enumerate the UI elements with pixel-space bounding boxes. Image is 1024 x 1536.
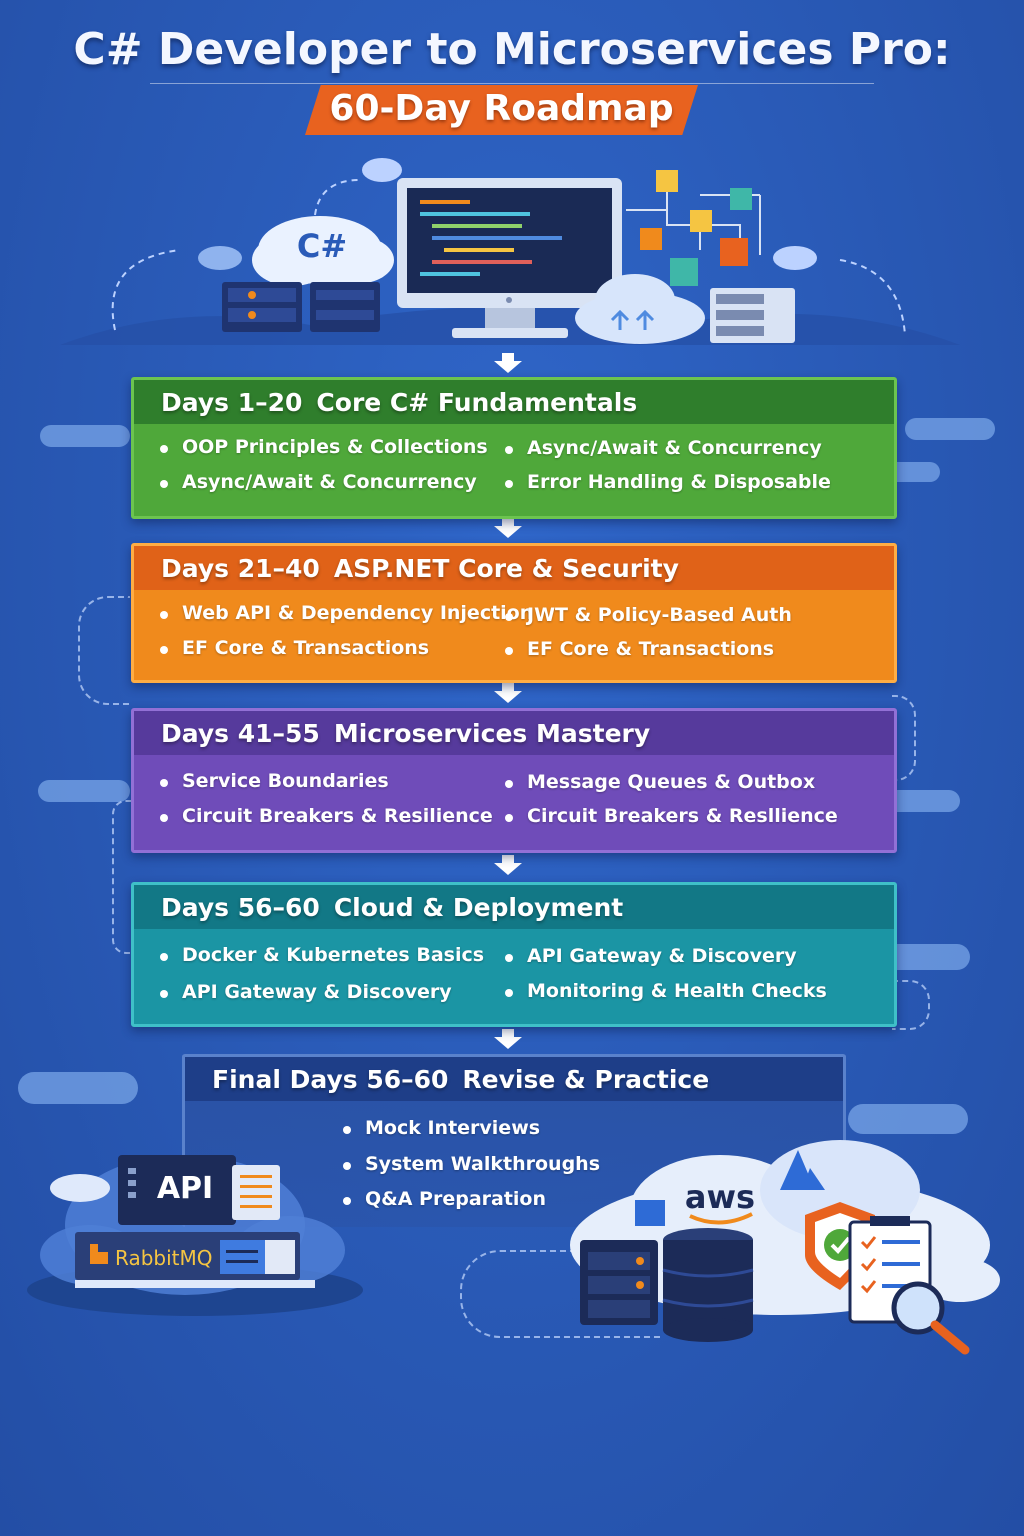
- phase-days: Final Days 56–60: [212, 1065, 449, 1094]
- phase-name: Microservices Mastery: [333, 719, 651, 748]
- api-window-icon: API: [118, 1155, 280, 1225]
- phase-header: Days 1–20 Core C# Fundamentals: [134, 380, 894, 424]
- list-item: System Walkthroughs: [342, 1153, 601, 1175]
- phase-days: Days 21–40: [161, 554, 320, 583]
- list-item: Mock Interviews: [342, 1117, 541, 1139]
- list-item: EF Core & Transactions: [159, 637, 430, 659]
- cloud-icon: [905, 418, 995, 440]
- list-item: Monitoring & Health Checks: [505, 980, 827, 1002]
- cloud-icon: [38, 780, 130, 802]
- cloud-icon: [18, 1072, 138, 1104]
- title-divider: [150, 83, 874, 84]
- flow-arrow: [494, 526, 522, 538]
- upload-cloud-icon: [575, 274, 705, 344]
- dashed-path: [78, 596, 130, 705]
- server-rack-icon: [222, 282, 380, 332]
- list-item: Circuit Breakers & Resilience: [160, 805, 493, 827]
- list-item: Service Boundaries: [160, 770, 389, 792]
- phase-days: Days 56–60: [161, 893, 320, 922]
- cloud-icon: C#: [252, 216, 394, 286]
- rabbitmq-icon: RabbitMQ: [75, 1232, 300, 1280]
- svg-text:API: API: [157, 1171, 213, 1206]
- list-item: Docker & Kubernetes Basics: [159, 944, 485, 966]
- flow-arrow-stem: [502, 1029, 514, 1037]
- phase-core-csharp: Days 1–20 Core C# Fundamentals OOP Princi…: [131, 377, 897, 519]
- phase-microservices: Days 41–55 Microservices Mastery Service …: [131, 708, 897, 853]
- phase-cloud-deployment: Days 56–60 Cloud & Deployment Docker & Ku…: [131, 882, 897, 1027]
- phase-header: Days 56–60 Cloud & Deployment: [134, 885, 894, 929]
- phase-name: Cloud & Deployment: [333, 893, 624, 922]
- phase-name: Core C# Fundamentals: [316, 388, 638, 417]
- page-title: C# Developer to Microservices Pro:: [73, 24, 951, 75]
- phase-days: Days 41–55: [161, 719, 320, 748]
- hero-illustration: C#: [60, 158, 960, 345]
- list-item: Async/Await & Concurrency: [160, 471, 477, 493]
- page-subtitle: 60-Day Roadmap: [329, 88, 674, 129]
- phase-header: Days 21–40 ASP.NET Core & Security: [134, 546, 894, 590]
- api-illustration: API RabbitMQ: [27, 1155, 363, 1316]
- dashed-path: [892, 980, 930, 1030]
- phase-name: ASP.NET Core & Security: [333, 554, 679, 583]
- database-icon: [580, 1200, 754, 1342]
- list-item: EF Core & Transactions: [504, 638, 775, 660]
- cloud-infra-illustration: aws: [570, 1140, 1000, 1355]
- aws-icon: aws: [685, 1178, 755, 1216]
- cloud-icon: [848, 1104, 968, 1134]
- flow-arrow-stem: [502, 353, 514, 361]
- server-rack-icon: [710, 288, 795, 343]
- list-item: Message Queues & Outbox: [504, 771, 816, 793]
- flow-arrow: [494, 361, 522, 373]
- dashed-path: [460, 1250, 662, 1338]
- flow-arrow: [494, 1037, 522, 1049]
- list-item: JWT & Policy-Based Auth: [505, 604, 792, 626]
- svg-text:RabbitMQ: RabbitMQ: [115, 1246, 213, 1270]
- phase-header: Final Days 56–60 Revise & Practice: [185, 1057, 843, 1101]
- list-item: Async/Await & Concurrency: [505, 437, 822, 459]
- flow-arrow: [494, 691, 522, 703]
- magnifier-icon: [891, 1281, 970, 1355]
- flow-blocks-icon: [626, 170, 761, 286]
- flow-arrow: [494, 863, 522, 875]
- flow-arrow-stem: [502, 518, 514, 526]
- phase-name: Revise & Practice: [462, 1065, 710, 1094]
- phase-aspnet-security: Days 21–40 ASP.NET Core & Security Web AP…: [131, 543, 897, 683]
- dashed-path: [112, 800, 132, 954]
- list-item: Circuit Breakers & Resllience: [505, 805, 838, 827]
- list-item: Error Handling & Disposable: [505, 471, 831, 493]
- cloud-icon: [40, 425, 130, 447]
- list-item: API Gateway & Discovery: [160, 981, 452, 1003]
- flow-arrow-stem: [502, 683, 514, 691]
- azure-icon: [780, 1150, 825, 1190]
- svg-text:C#: C#: [297, 227, 347, 265]
- list-item: OOP Principles & Collections: [160, 436, 488, 458]
- monitor-icon: [397, 178, 622, 338]
- list-item: Web API & Dependency Injection: [159, 602, 534, 624]
- subtitle-ribbon: [305, 85, 698, 135]
- list-item: API Gateway & Discovery: [505, 945, 797, 967]
- phase-header: Days 41–55 Microservices Mastery: [134, 711, 894, 755]
- list-item: Q&A Preparation: [342, 1188, 547, 1210]
- flow-arrow-stem: [502, 855, 514, 863]
- phase-days: Days 1–20: [161, 388, 303, 417]
